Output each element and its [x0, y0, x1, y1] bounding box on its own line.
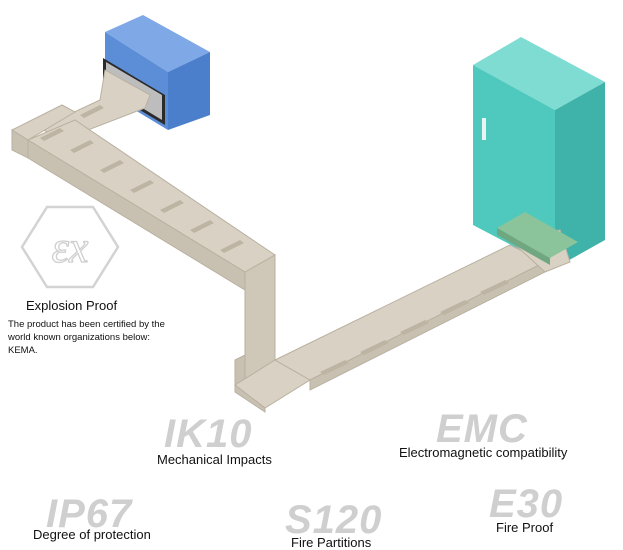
ip67-caption: Degree of protection — [33, 527, 151, 542]
e30-caption: Fire Proof — [496, 520, 554, 535]
teal-cabinet — [473, 37, 605, 268]
explosion-line-3: KEMA. — [8, 345, 38, 356]
s120-caption: Fire Partitions — [291, 535, 372, 550]
emc-code: EMC — [436, 407, 528, 451]
explosion-line-2: world known organizations below: — [8, 332, 151, 343]
s120-code: S120 — [285, 498, 383, 542]
e30-code: E30 — [489, 482, 564, 526]
blue-junction-box — [103, 15, 210, 130]
emc-caption: Electromagnetic compatibility — [399, 445, 568, 460]
duct-slots — [40, 105, 509, 375]
ip67-code: IP67 — [46, 492, 133, 536]
busbar-duct — [10, 69, 571, 413]
explosion-line-1: The product has been certified by the — [8, 319, 165, 330]
ex-badge-icon: εx — [20, 205, 120, 289]
ik10-caption: Mechanical Impacts — [157, 452, 272, 467]
ik10-code: IK10 — [164, 412, 253, 456]
cabinet-entry-plate — [497, 212, 578, 265]
explosion-proof-title: Explosion Proof — [26, 298, 118, 313]
ex-badge-text: εx — [52, 223, 89, 272]
